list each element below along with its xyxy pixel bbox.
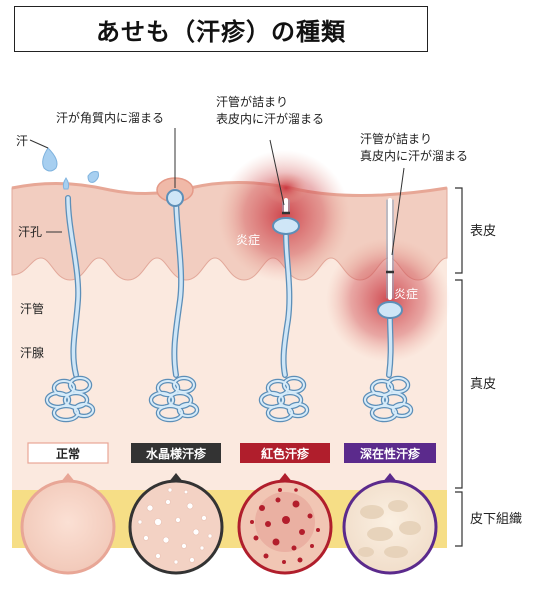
epidermis-bump [264,172,308,204]
layer-brackets [455,187,463,547]
type-badge-profunda: 深在性汗疹 [344,443,436,463]
callout-corneum: 汗が角質内に溜まる [56,110,164,125]
callout-epidermis-1: 汗管が詰まり [216,94,288,109]
inflammation-halo-2 [326,238,450,362]
zoom-profunda [342,479,438,575]
layer-epidermis-label: 表皮 [470,224,496,239]
skin-surface [11,180,448,198]
sweat-pool-dermis [377,301,403,319]
sweat-pool-epidermis [272,217,300,235]
svg-text:正常: 正常 [56,446,80,461]
svg-text:紅色汗疹: 紅色汗疹 [261,446,310,461]
callout-dermis-1: 汗管が詰まり [360,131,432,146]
zoom-crystallina [128,479,224,575]
label-sweat: 汗 [16,134,28,148]
callout-lines [29,128,405,256]
label-inflammation-2: 炎症 [394,286,418,301]
zoom-rubra [237,479,333,575]
type-badge-crystallina: 水晶様汗疹 [131,443,221,463]
svg-text:深在性汗疹: 深在性汗疹 [360,446,421,461]
label-inflammation-1: 炎症 [236,232,260,247]
layer-subcutis-label: 皮下組織 [470,512,522,527]
zoom-normal [20,479,116,575]
callout-epidermis-2: 表皮内に汗が溜まる [216,111,324,126]
diagram-title: あせも（汗疹）の種類 [14,6,428,52]
sweat-droplets [42,147,99,190]
sweat-pool-corneum [166,189,184,207]
layer-dermis-label: 真皮 [470,377,496,392]
type-badge-rubra: 紅色汗疹 [240,443,330,463]
label-pore: 汗孔 [18,225,42,239]
label-duct: 汗管 [20,301,44,316]
svg-text:水晶様汗疹: 水晶様汗疹 [146,446,207,461]
callout-dermis-2: 真皮内に汗が溜まる [360,148,468,163]
type-badge-normal: 正常 [27,442,109,464]
label-gland: 汗腺 [20,346,44,360]
inflammation-halo-1 [218,150,350,282]
